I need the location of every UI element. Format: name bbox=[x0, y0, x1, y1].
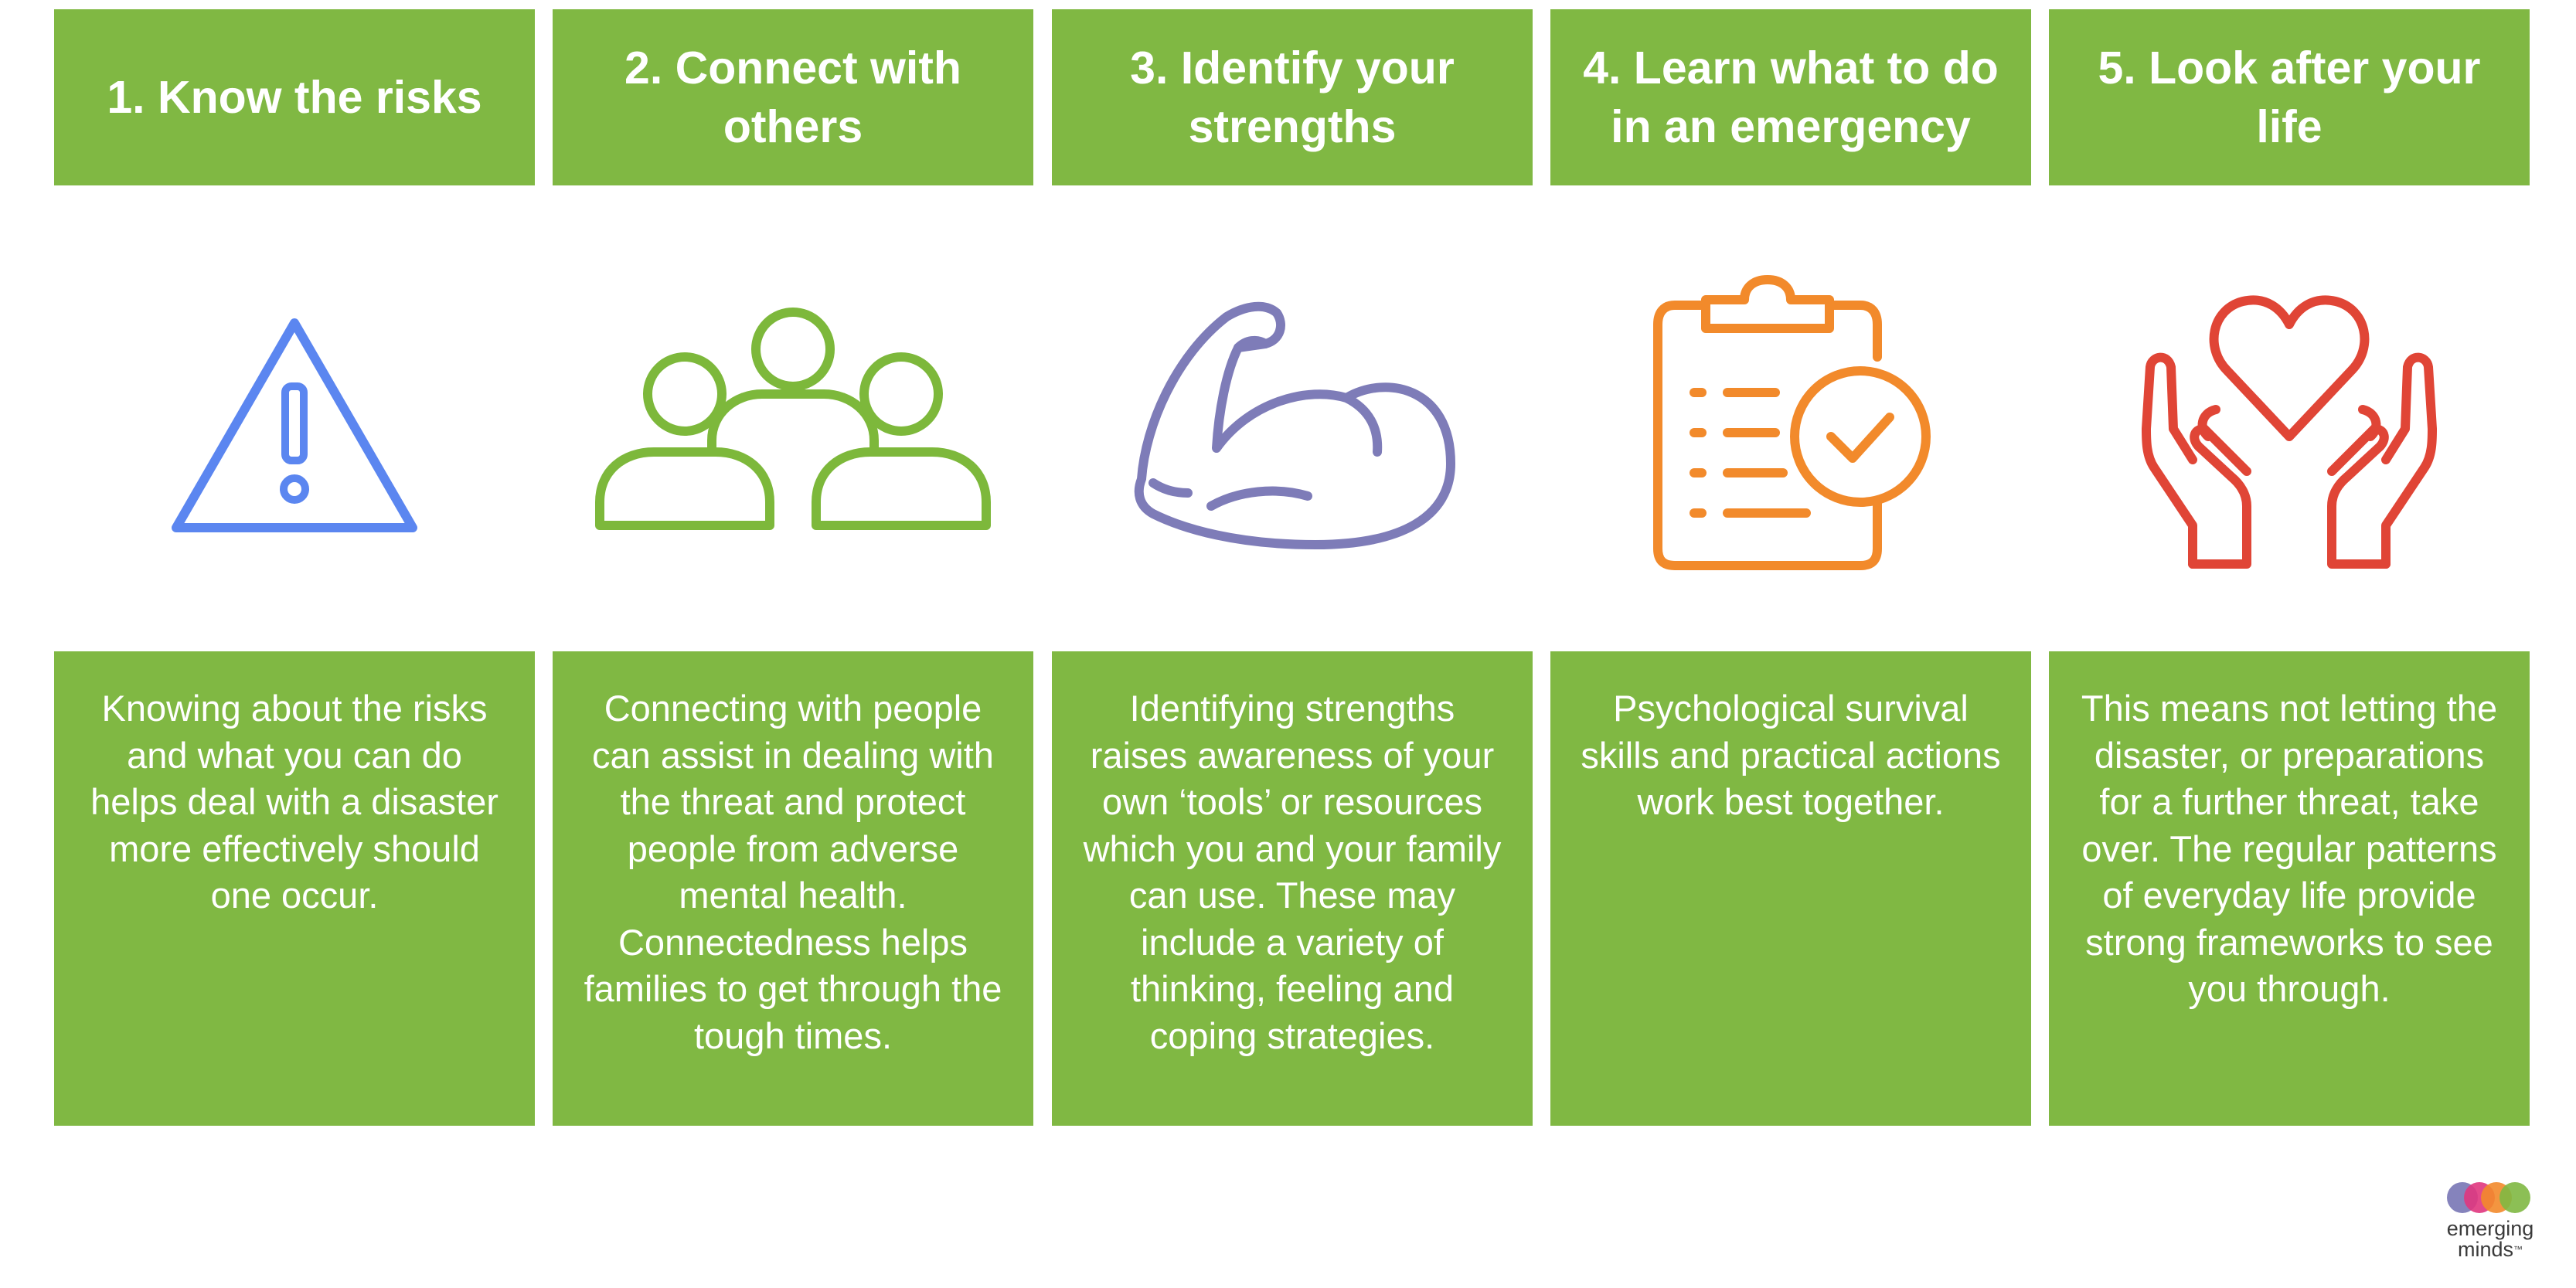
step-header-1: 1. Know the risks bbox=[54, 9, 535, 185]
step-column-1: 1. Know the risks Knowing about the risk… bbox=[54, 0, 535, 1288]
heart-in-hands-icon bbox=[2142, 295, 2437, 569]
step-description-box-3: Identifying strengths raises awareness o… bbox=[1052, 651, 1533, 1126]
warning-triangle-icon bbox=[172, 318, 417, 532]
step-description-box-1: Knowing about the risks and what you can… bbox=[54, 651, 535, 1126]
step-header-5: 5. Look after your life bbox=[2049, 9, 2530, 185]
logo-wordmark: emerging minds™ bbox=[2436, 1218, 2544, 1260]
clipboard-check-icon bbox=[1653, 275, 1931, 570]
logo-trademark: ™ bbox=[2513, 1244, 2523, 1255]
step-title-2: 2. Connect with others bbox=[624, 42, 961, 152]
step-description-3: Identifying strengths raises awareness o… bbox=[1083, 688, 1502, 1056]
step-icon-container-2 bbox=[553, 255, 1033, 595]
step-icon-container-4 bbox=[1550, 255, 2031, 595]
step-title-1: 1. Know the risks bbox=[107, 72, 482, 123]
logo-line-1: emerging bbox=[2446, 1217, 2534, 1240]
step-description-1: Knowing about the risks and what you can… bbox=[90, 688, 499, 916]
step-description-box-4: Psychological survival skills and practi… bbox=[1550, 651, 2031, 1126]
step-icon-container-3 bbox=[1052, 255, 1533, 595]
step-description-4: Psychological survival skills and practi… bbox=[1581, 688, 2001, 822]
step-column-2: 2. Connect with others Connecting with p… bbox=[553, 0, 1033, 1288]
step-header-3: 3. Identify your strengths bbox=[1052, 9, 1533, 185]
step-header-4: 4. Learn what to do in an emergency bbox=[1550, 9, 2031, 185]
step-description-box-2: Connecting with people can assist in dea… bbox=[553, 651, 1033, 1126]
step-title-4: 4. Learn what to do in an emergency bbox=[1583, 42, 1999, 152]
step-title-5: 5. Look after your life bbox=[2098, 42, 2481, 152]
emerging-minds-logo: emerging minds™ bbox=[2436, 1180, 2544, 1273]
step-title-3: 3. Identify your strengths bbox=[1130, 42, 1455, 152]
step-description-box-5: This means not letting the disaster, or … bbox=[2049, 651, 2530, 1126]
step-column-3: 3. Identify your strengths Identifying s… bbox=[1052, 0, 1533, 1288]
step-description-5: This means not letting the disaster, or … bbox=[2081, 688, 2498, 1009]
logo-line-2-wrap: minds™ bbox=[2436, 1239, 2544, 1260]
logo-dots-icon bbox=[2447, 1182, 2530, 1213]
people-group-icon bbox=[595, 308, 991, 530]
step-description-2: Connecting with people can assist in dea… bbox=[584, 688, 1002, 1056]
step-column-4: 4. Learn what to do in an emergency bbox=[1550, 0, 2031, 1288]
logo-line-2: minds bbox=[2457, 1238, 2514, 1261]
step-column-5: 5. Look after your life This means not l… bbox=[2049, 0, 2530, 1288]
step-header-2: 2. Connect with others bbox=[553, 9, 1033, 185]
step-icon-container-5 bbox=[2049, 255, 2530, 595]
flexed-arm-icon bbox=[1134, 301, 1455, 549]
step-icon-container-1 bbox=[54, 255, 535, 595]
